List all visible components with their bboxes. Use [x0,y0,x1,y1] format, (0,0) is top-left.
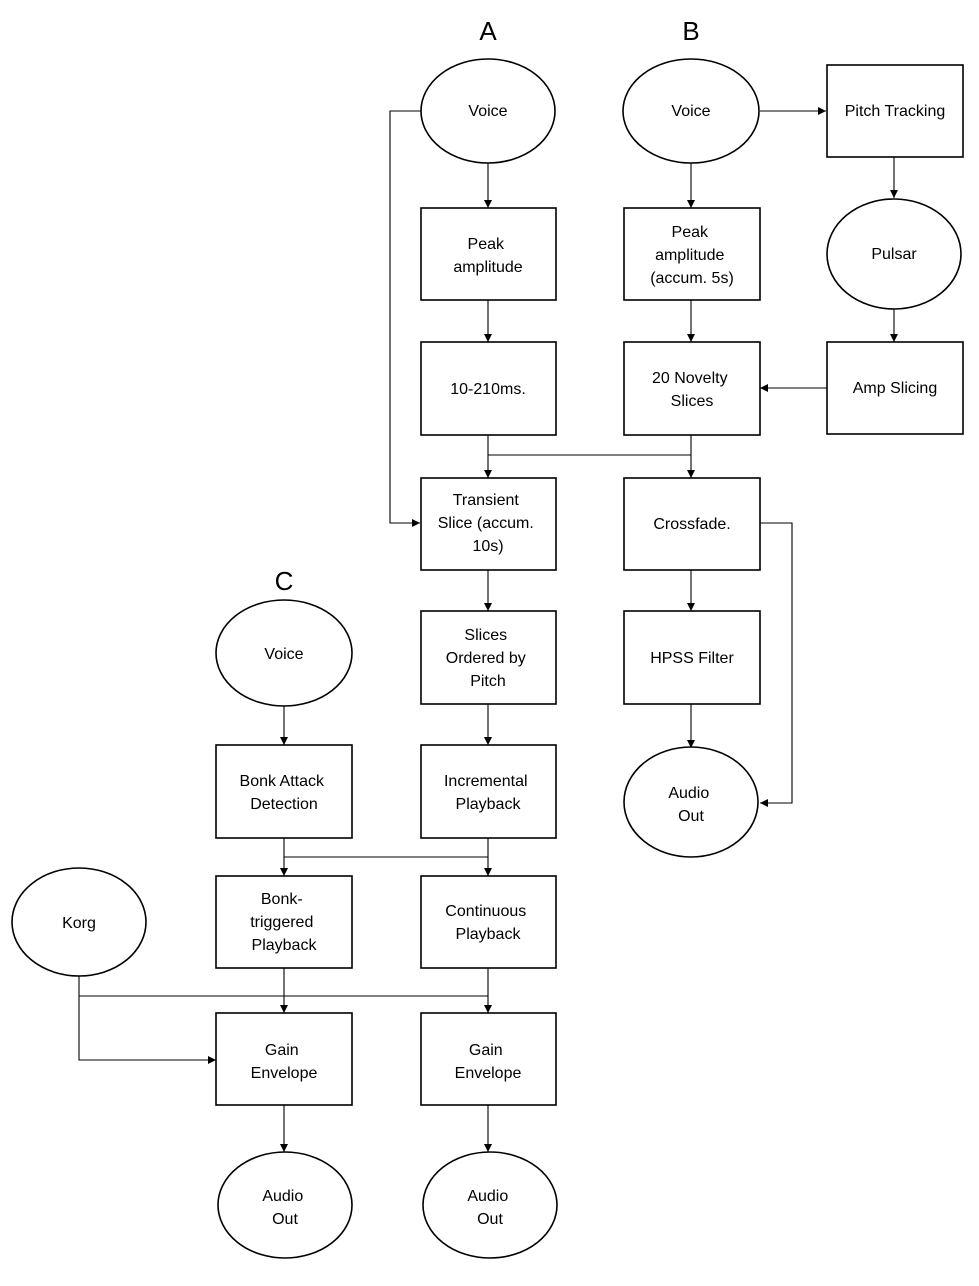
node-audio-out-c-line-1: Audio [262,1188,303,1205]
svg-text:Transient Slice (accum.: Transient Slice (accum. 10s) [438,492,538,555]
heading-c: C [275,566,294,596]
node-slices-ordered-a-line-2: Ordered by [446,650,526,667]
node-audio-out-b: Audio Out [623,746,759,858]
svg-text:Audio Out: Audio Out [467,1188,512,1228]
node-peak-amplitude-b-line-1: Peak [672,224,709,241]
svg-text:Crossfade.: Crossfade. [653,516,730,533]
node-korg-c-label: Korg [62,915,96,932]
node-pitch-tracking-b-label: Pitch Tracking [845,103,945,120]
node-gain-envelope-c: Gain Envelope [215,1012,353,1106]
node-voice-c: Voice [215,599,353,707]
edge-korg-to-gain-c [78,976,216,1064]
node-voice-a-label: Voice [468,103,507,120]
node-voice-c-label: Voice [264,646,303,663]
node-bonk-triggered-c-line-2: triggered [250,914,313,931]
svg-text:Peak amplitude: Peak amplitude [453,236,522,276]
node-crossfade-b: Crossfade. [623,477,761,571]
svg-text:Bonk Attack Detection: Bonk Attack Detection [240,773,329,813]
node-slices-ordered-a-line-1: Slices [464,627,507,644]
node-transient-slice-a: Transient Slice (accum. 10s) [420,477,557,571]
node-bonk-triggered-c-line-1: Bonk- [261,891,303,908]
edge-voice-a-to-transient-a [389,110,421,527]
node-amp-slicing-b: Amp Slicing [826,341,964,435]
node-continuous-playback-a-line-1: Continuous [445,903,526,920]
node-novelty-slices-b-line-2: Slices [671,393,714,410]
node-audio-out-b-line-1: Audio [668,785,709,802]
svg-text:Voice: Voice [264,646,303,663]
svg-text:Incremental Playback: Incremental Playback [444,773,532,813]
node-incremental-playback-a-line-2: Playback [456,796,522,813]
svg-text:Bonk- triggered Pl: Bonk- triggered Playback [250,891,318,954]
heading-a: A [479,16,497,46]
node-bonk-triggered-c-line-3: Playback [252,937,318,954]
node-gain-envelope-c-line-2: Envelope [251,1065,318,1082]
node-crossfade-b-label: Crossfade. [653,516,730,533]
svg-text:Audio Out: Audio Out [668,785,713,825]
svg-text:10-210ms.: 10-210ms. [450,381,526,398]
node-audio-out-c: Audio Out [217,1151,353,1259]
node-korg-c: Korg [11,867,147,977]
node-voice-b: Voice [622,58,760,164]
node-transient-slice-a-line-3: 10s) [472,538,503,555]
node-audio-out-a-line-1: Audio [467,1188,508,1205]
node-pulsar-b: Pulsar [826,198,962,310]
node-gain-envelope-a: Gain Envelope [420,1012,557,1106]
node-hpss-filter-b: HPSS Filter [623,610,761,705]
edge-crossfade-b-to-out-b [760,522,793,807]
svg-text:Gain Envelope: Gain Envelope [251,1042,318,1082]
node-gain-envelope-c-line-1: Gain [265,1042,299,1059]
node-peak-amplitude-b-line-3: (accum. 5s) [650,270,734,287]
svg-text:20 Novelty Slices: 20 Novelty Slices [652,370,732,410]
svg-text:Audio Out: Audio Out [262,1188,307,1228]
node-range-a: 10-210ms. [420,341,557,436]
node-transient-slice-a-line-2: Slice (accum. [438,515,534,532]
connectors [78,107,898,1152]
svg-text:Continuous Playback: Continuous Playback [445,903,530,943]
node-peak-amplitude-b: Peak amplitude (accum. 5s) [623,207,761,301]
node-gain-envelope-a-line-1: Gain [469,1042,503,1059]
svg-text:Pulsar: Pulsar [871,246,917,263]
node-bonk-attack-c-line-2: Detection [250,796,318,813]
node-peak-amplitude-a-line-1: Peak [468,236,505,253]
node-pulsar-b-label: Pulsar [871,246,917,263]
node-peak-amplitude-a-line-2: amplitude [453,259,522,276]
node-audio-out-a-line-2: Out [477,1211,503,1228]
node-incremental-playback-a-line-1: Incremental [444,773,528,790]
node-bonk-attack-c: Bonk Attack Detection [215,744,353,839]
node-pitch-tracking-b: Pitch Tracking [826,64,964,158]
node-range-a-label: 10-210ms. [450,381,526,398]
svg-text:Slices Ordered by: Slices Ordered by Pitch [446,627,531,690]
svg-text:Gain Envelope: Gain Envelope [455,1042,522,1082]
node-peak-amplitude-a: Peak amplitude [420,207,557,301]
node-audio-out-a: Audio Out [422,1151,558,1259]
node-audio-out-c-line-2: Out [272,1211,298,1228]
node-hpss-filter-b-label: HPSS Filter [650,650,734,667]
svg-text:HPSS Filter: HPSS Filter [650,650,734,667]
node-audio-out-b-line-2: Out [678,808,704,825]
svg-text:Peak amplitude (ac: Peak amplitude (accum. 5s) [650,224,734,287]
node-bonk-triggered-c: Bonk- triggered Playback [215,875,353,969]
node-amp-slicing-b-label: Amp Slicing [853,380,937,397]
node-incremental-playback-a: Incremental Playback [420,744,557,839]
node-gain-envelope-a-line-2: Envelope [455,1065,522,1082]
svg-text:Voice: Voice [671,103,710,120]
node-slices-ordered-a: Slices Ordered by Pitch [420,610,557,705]
svg-text:Pitch Tracking: Pitch Tracking [845,103,945,120]
svg-text:Korg: Korg [62,915,96,932]
node-continuous-playback-a-line-2: Playback [456,926,522,943]
node-peak-amplitude-b-line-2: amplitude [655,247,724,264]
svg-text:Voice: Voice [468,103,507,120]
heading-b: B [682,16,699,46]
node-continuous-playback-a: Continuous Playback [420,875,557,969]
node-voice-b-label: Voice [671,103,710,120]
node-bonk-attack-c-line-1: Bonk Attack [240,773,325,790]
node-voice-a: Voice [420,58,556,164]
node-novelty-slices-b-line-1: 20 Novelty [652,370,728,387]
node-transient-slice-a-line-1: Transient [453,492,520,509]
node-slices-ordered-a-line-3: Pitch [470,673,506,690]
node-novelty-slices-b: 20 Novelty Slices [623,341,761,436]
svg-text:Amp Slicing: Amp Slicing [853,380,937,397]
